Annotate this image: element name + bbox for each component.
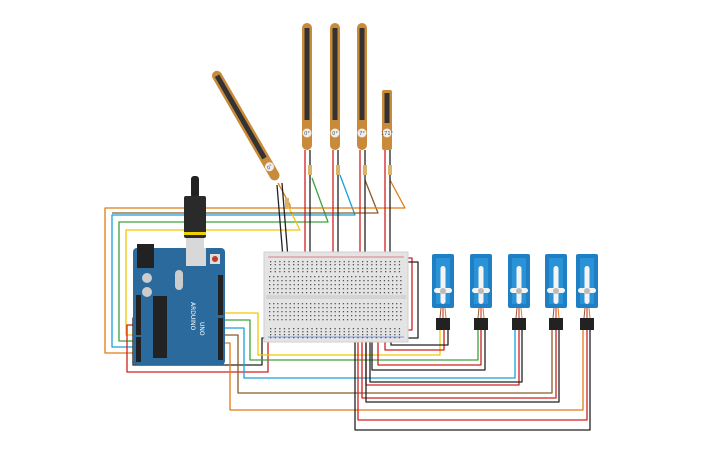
flex-angle-label: 7° bbox=[359, 131, 365, 137]
flex-sensor[interactable]: 7° bbox=[357, 23, 367, 150]
arduino-uno[interactable]: UNO ARDUINO bbox=[133, 244, 225, 365]
flex-angle-label: 171° bbox=[381, 131, 394, 137]
resistors[interactable] bbox=[285, 165, 392, 207]
flex-sensor[interactable]: 0° bbox=[210, 69, 281, 182]
arduino-brand-label: ARDUINO bbox=[189, 302, 196, 331]
flex-angle-label: 0° bbox=[304, 131, 310, 137]
flex-sensor[interactable]: 171° bbox=[381, 90, 394, 150]
flex-sensor[interactable]: 0° bbox=[330, 23, 340, 150]
servo-motor[interactable] bbox=[470, 254, 492, 330]
servo-motor[interactable] bbox=[432, 254, 454, 330]
arduino-model-label: UNO bbox=[198, 322, 205, 336]
servo-motor[interactable] bbox=[545, 254, 567, 330]
breadboard[interactable] bbox=[263, 251, 409, 343]
flex-angle-label: 0° bbox=[332, 131, 338, 137]
wires[interactable] bbox=[104, 150, 591, 431]
servo-motor[interactable] bbox=[508, 254, 530, 330]
flex-sensor[interactable]: 0° bbox=[302, 23, 312, 150]
servo-motor[interactable] bbox=[576, 254, 598, 330]
flex-angle-label: 0° bbox=[266, 163, 274, 171]
